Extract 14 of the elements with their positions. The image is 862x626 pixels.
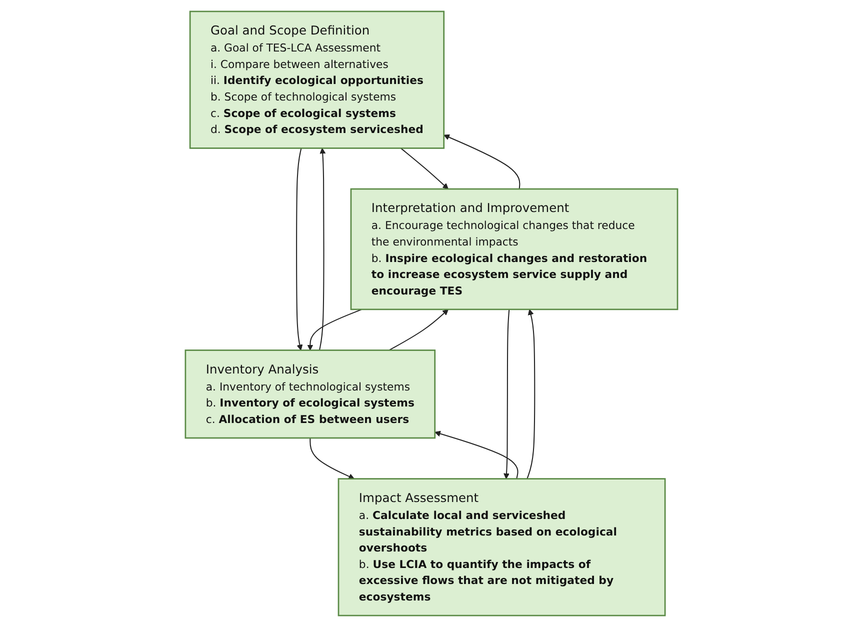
node-box xyxy=(184,349,436,438)
arrow xyxy=(400,147,448,189)
arrow xyxy=(503,308,510,479)
arrow xyxy=(309,437,354,479)
arrow xyxy=(306,308,362,350)
arrow xyxy=(434,430,518,478)
arrow xyxy=(443,134,520,189)
arrow xyxy=(296,148,302,350)
arrow xyxy=(318,147,326,350)
node-box xyxy=(350,188,678,310)
arrow xyxy=(388,308,448,350)
arrow xyxy=(526,308,535,478)
node-box xyxy=(188,10,444,148)
node-box xyxy=(337,478,666,616)
